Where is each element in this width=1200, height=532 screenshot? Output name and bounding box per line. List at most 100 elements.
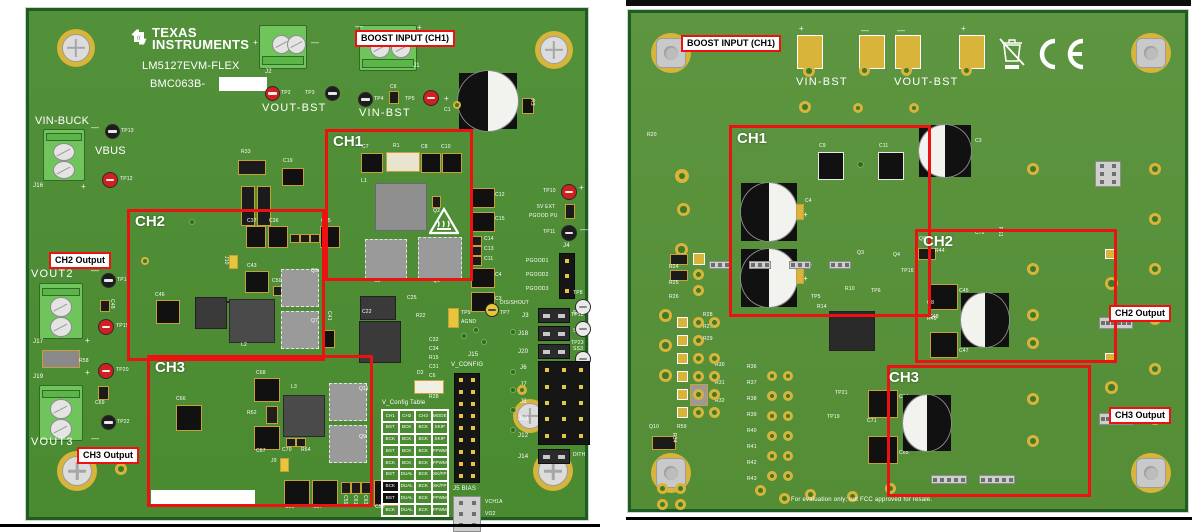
pin bbox=[751, 263, 756, 267]
v-config-cell: DUAL bbox=[398, 504, 415, 516]
label-tp19-right: TP19 bbox=[827, 414, 840, 420]
label-c34: C34 bbox=[429, 346, 439, 352]
label-tp5-right: TP5 bbox=[811, 294, 821, 300]
label-c12: C12 bbox=[495, 192, 505, 198]
label-pgood-pu-2: PGOOD PU bbox=[529, 213, 558, 219]
brand-line-1: TEXAS bbox=[152, 25, 197, 40]
component-c66 bbox=[177, 406, 201, 430]
ce-mark-icon bbox=[1039, 38, 1084, 70]
component-l1 bbox=[375, 183, 427, 231]
pad-r26-a bbox=[693, 269, 704, 280]
pad bbox=[675, 483, 686, 494]
label-tp2: TP2 bbox=[281, 90, 291, 96]
pin bbox=[946, 477, 951, 482]
v-config-cell: BCK bbox=[398, 433, 415, 446]
label-pgood2: PGOOD2 bbox=[526, 272, 549, 278]
component-c40 bbox=[311, 235, 319, 242]
polarity-minus-vout3: — bbox=[91, 434, 100, 443]
weee-crossed-bin-icon bbox=[999, 38, 1025, 69]
testpoint-tp14 bbox=[101, 273, 116, 288]
pin bbox=[545, 433, 550, 438]
polarity-plus-j2: + bbox=[253, 38, 258, 47]
v-config-cell: BCK bbox=[415, 480, 432, 493]
v-config-cell: BCK bbox=[415, 504, 432, 516]
pad bbox=[693, 389, 704, 400]
pad-small-e bbox=[901, 65, 912, 76]
label-q10-right: Q10 bbox=[649, 424, 660, 430]
label-vbus: VBUS bbox=[95, 145, 126, 157]
label-c68: C68 bbox=[256, 370, 266, 376]
pad bbox=[659, 369, 672, 382]
label-c6: C6 bbox=[390, 84, 397, 90]
label-r20: R20 bbox=[647, 132, 657, 138]
component-c6 bbox=[390, 92, 398, 103]
label-c72-right: C72 bbox=[975, 230, 985, 236]
pin bbox=[545, 417, 550, 422]
label-c57: C57 bbox=[313, 504, 323, 510]
label-tp18: TP18 bbox=[571, 312, 584, 318]
component-c59 bbox=[342, 483, 350, 493]
pad-c5-right bbox=[797, 269, 803, 283]
label-l3: L3 bbox=[291, 384, 297, 390]
pad-cluster-b bbox=[749, 261, 771, 269]
polarity-minus-tp11: — bbox=[580, 225, 589, 234]
pad-vout-bst-a bbox=[895, 35, 921, 69]
v-config-cell: BST bbox=[382, 421, 399, 434]
label-c7: C7 bbox=[362, 144, 369, 150]
pin bbox=[471, 500, 476, 505]
label-q2: Q2 bbox=[433, 208, 441, 214]
terminal-j2-vout-bst bbox=[259, 25, 307, 69]
pad bbox=[783, 391, 793, 401]
label-c13b: C13 bbox=[484, 246, 494, 252]
label-c50: C50 bbox=[272, 278, 282, 284]
label-r43-right: R43 bbox=[747, 476, 757, 482]
label-pgood3: PGOOD3 bbox=[526, 286, 549, 292]
pad bbox=[783, 371, 793, 381]
label-j10: J10 bbox=[223, 256, 229, 265]
terminal-j17-vout2 bbox=[39, 283, 83, 339]
pin bbox=[1008, 477, 1013, 482]
component-j9 bbox=[281, 459, 288, 471]
pad bbox=[767, 431, 777, 441]
pad bbox=[767, 391, 777, 401]
pad-small-b bbox=[859, 65, 870, 76]
label-vin-buck: VIN-BUCK bbox=[35, 115, 90, 127]
label-c70: C70 bbox=[282, 447, 292, 453]
component-c69 bbox=[99, 387, 108, 399]
label-c37: C37 bbox=[247, 218, 257, 224]
via bbox=[510, 329, 516, 335]
component-r2 bbox=[242, 187, 254, 225]
label-en3: EN3 bbox=[593, 398, 604, 404]
pad bbox=[755, 485, 766, 496]
label-r62: R62 bbox=[247, 410, 257, 416]
pin bbox=[459, 378, 463, 382]
label-r31-right: R31 bbox=[715, 380, 725, 386]
label-r28: R28 bbox=[429, 394, 439, 400]
caption-ch2-right: CH2 bbox=[923, 233, 954, 250]
pin bbox=[458, 511, 463, 516]
component-c70 bbox=[287, 439, 295, 446]
annotation-box-ch1-right bbox=[729, 125, 931, 317]
label-j15-name: V_CONFIG bbox=[451, 362, 484, 368]
pin bbox=[459, 462, 463, 466]
pad bbox=[805, 489, 816, 500]
component-r62 bbox=[267, 407, 277, 423]
v-config-cell: SK/FP bbox=[431, 480, 448, 493]
pad bbox=[677, 407, 688, 418]
polarity-minus-vout2: — bbox=[91, 266, 100, 275]
testpoint-tp13 bbox=[105, 124, 120, 139]
svg-text:ti: ti bbox=[137, 35, 141, 42]
label-c56: C56 bbox=[285, 504, 295, 510]
label-pgood-pu-1: 5V EXT bbox=[537, 204, 556, 210]
component-c47-right bbox=[931, 333, 957, 357]
brand-line-2: INSTRUMENTS bbox=[152, 36, 250, 52]
component-c65-right bbox=[869, 437, 897, 463]
component-c19 bbox=[283, 169, 303, 185]
label-j14: J14 bbox=[518, 454, 529, 460]
component-ch3-elec bbox=[903, 395, 951, 451]
label-tp22: TP22 bbox=[117, 419, 130, 425]
label-r42-right: R42 bbox=[747, 460, 757, 466]
testpoint-tp18 bbox=[575, 321, 591, 337]
via bbox=[857, 161, 864, 168]
component-c5-right bbox=[741, 249, 797, 307]
